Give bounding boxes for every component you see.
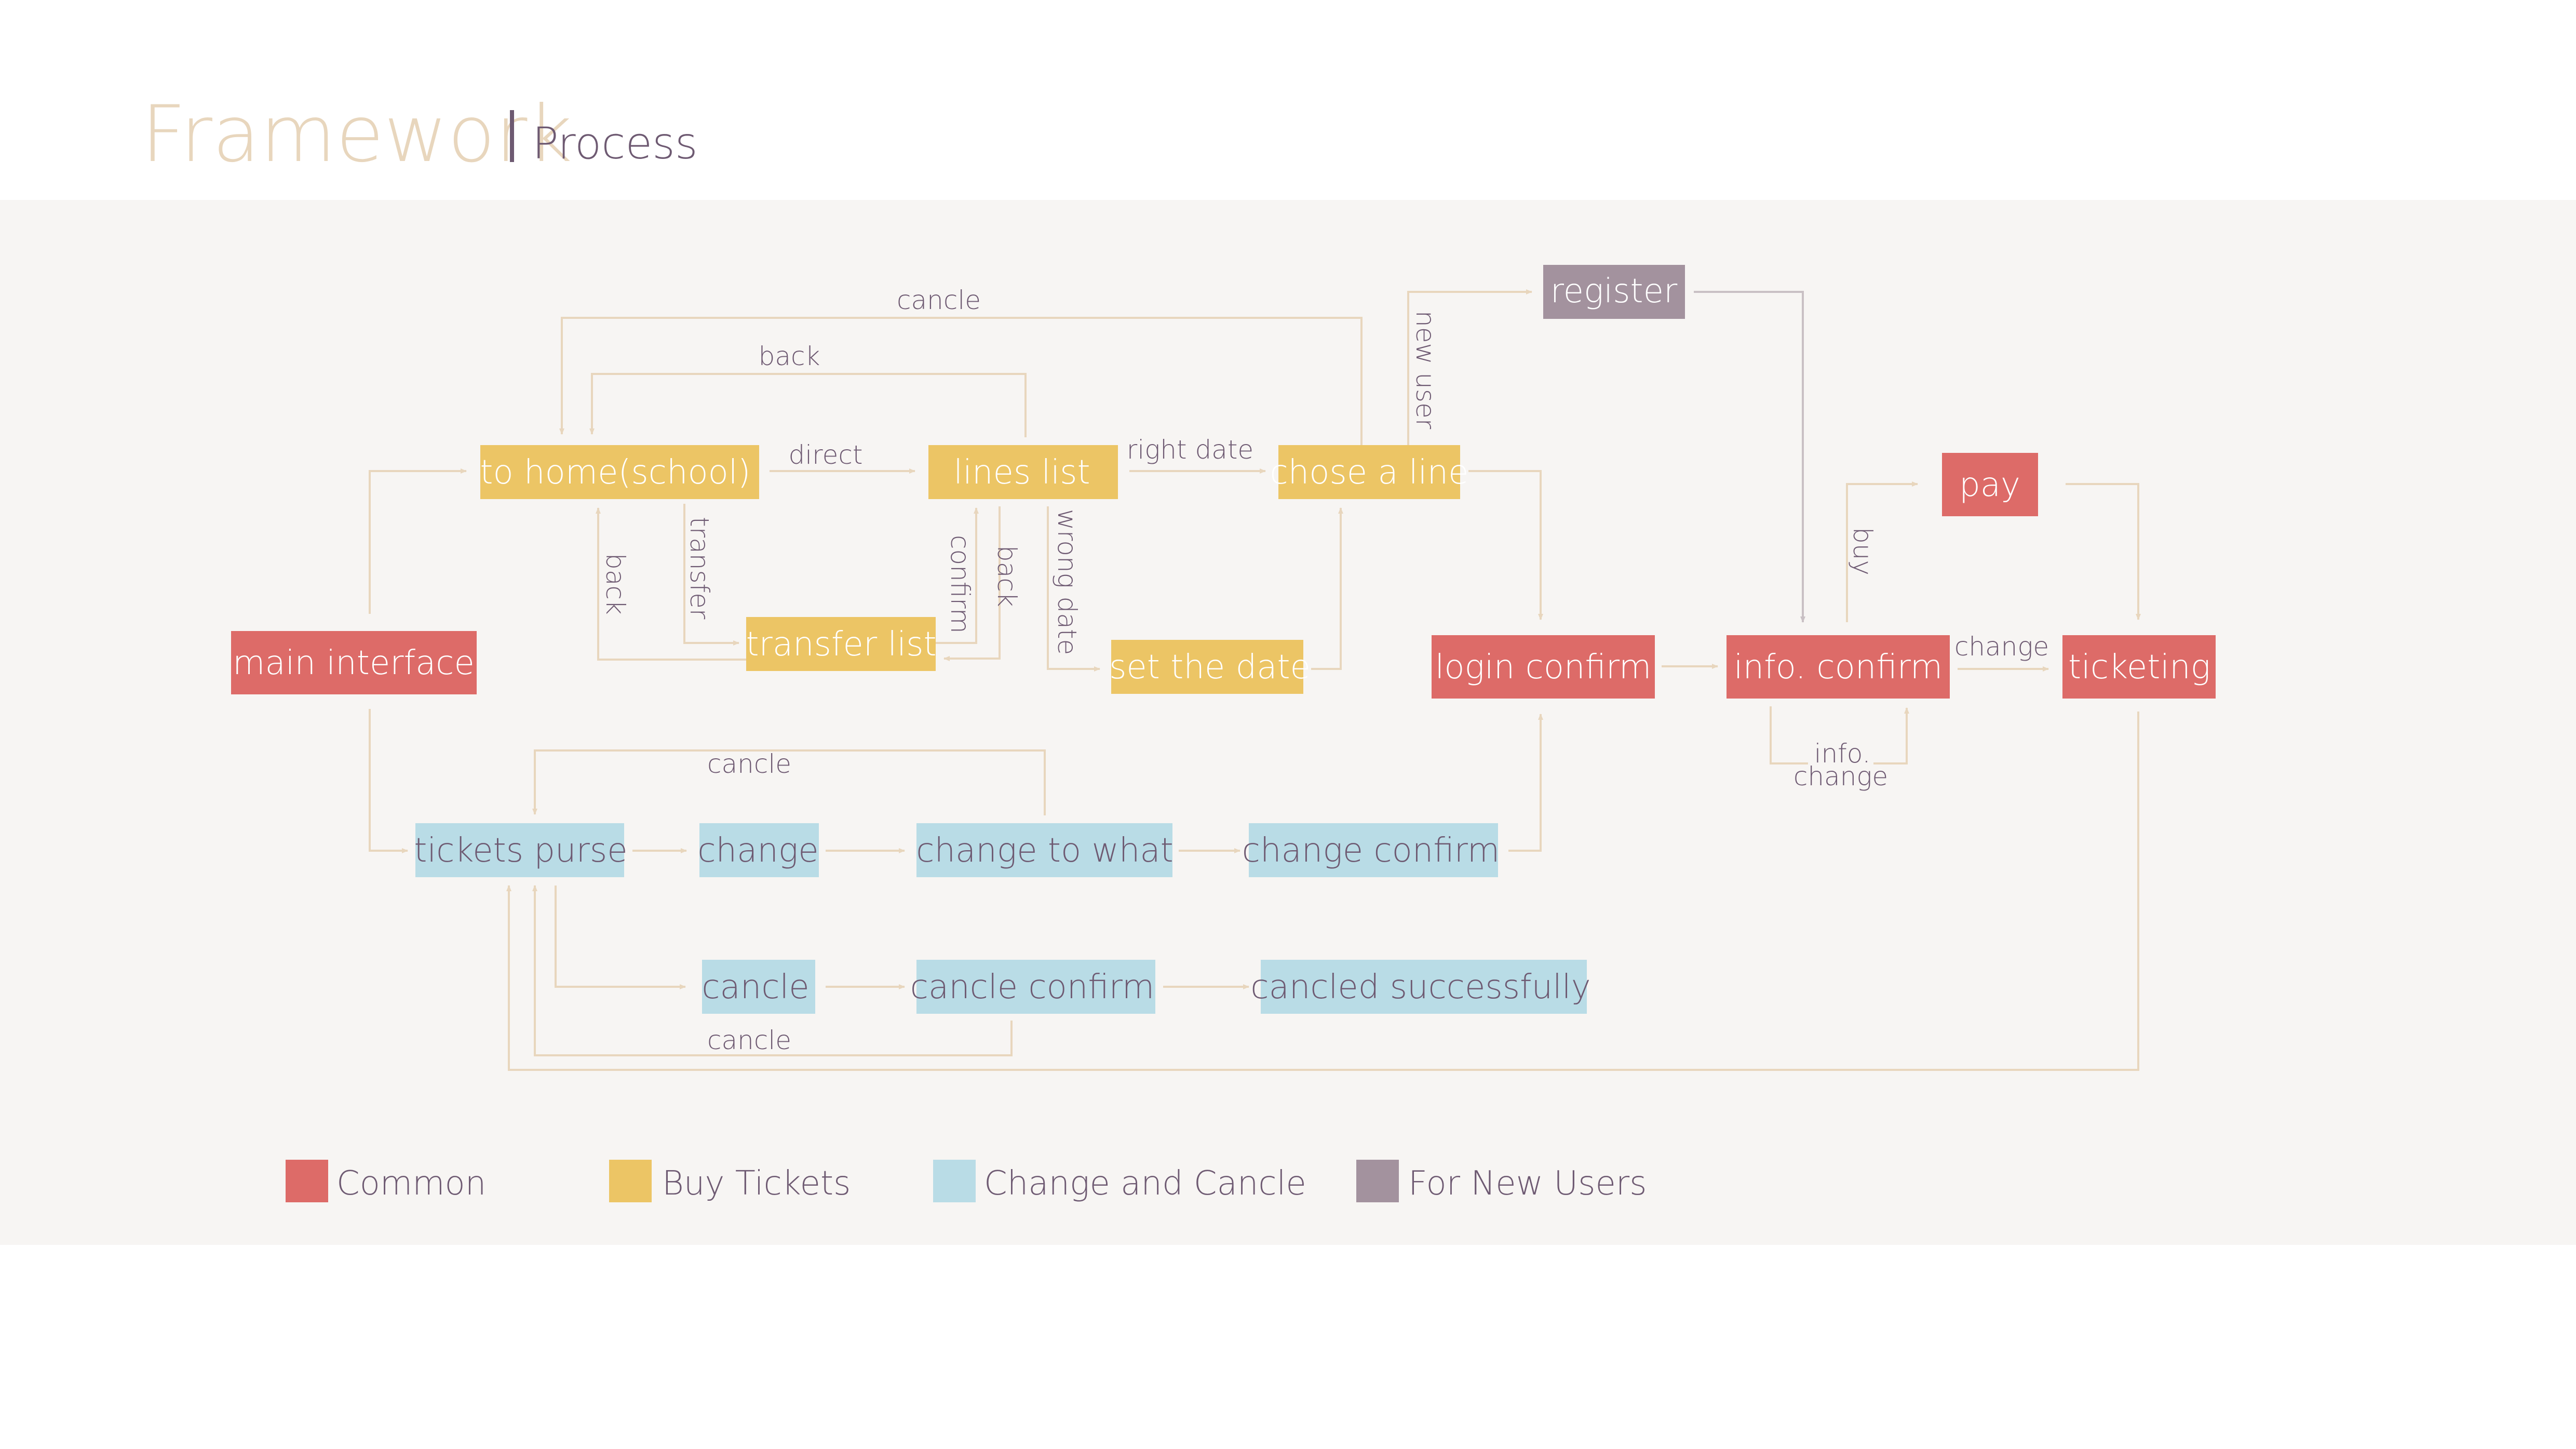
node-chose-line-label: chose a line — [1270, 453, 1468, 492]
edge-main-to-purse — [369, 709, 408, 853]
node-cancle-confirm: cancle confirm — [910, 960, 1155, 1014]
label-cancle-top: cancle — [897, 285, 981, 315]
node-cancled-successfully: cancled successfully — [1250, 960, 1591, 1014]
edge-set-date-to-line — [1311, 507, 1343, 670]
edge-pay-to-ticketing — [2066, 483, 2141, 620]
node-login-confirm-label: login confirm — [1435, 648, 1652, 687]
node-tickets-purse: tickets purse — [414, 823, 628, 877]
legend-swatch-buy — [609, 1160, 652, 1202]
legend: Common Buy Tickets Change and Cancle For… — [286, 1160, 1647, 1203]
label-info-change-1: info. — [1814, 739, 1871, 769]
label-back-left: back — [600, 553, 630, 615]
node-main-interface-label: main interface — [233, 644, 475, 682]
node-change-confirm-label: change confirm — [1242, 831, 1500, 870]
node-change: change — [697, 823, 819, 877]
edge-buy — [1846, 481, 1918, 622]
edge-cancle-bottom — [532, 885, 1013, 1056]
node-change-confirm: change confirm — [1242, 823, 1500, 877]
node-transfer-list-label: transfer list — [746, 625, 936, 664]
node-set-date-label: set the date — [1109, 648, 1311, 687]
node-login-confirm: login confirm — [1432, 635, 1655, 699]
edge-cancle-top — [559, 317, 1363, 445]
label-change: change — [1954, 632, 2049, 662]
label-transfer: transfer — [684, 517, 714, 620]
label-wrong-date: wrong date — [1052, 509, 1082, 655]
node-info-confirm-label: info. confirm — [1734, 648, 1943, 687]
label-back-mid: back — [992, 545, 1022, 607]
node-cancle: cancle — [702, 960, 815, 1014]
node-transfer-list: transfer list — [746, 617, 937, 671]
edge-main-to-home — [369, 468, 467, 614]
node-change-to-what-label: change to what — [916, 831, 1173, 870]
page-subtitle: Process — [532, 118, 698, 169]
node-cancle-label: cancle — [702, 968, 809, 1007]
node-info-confirm: info. confirm — [1727, 635, 1950, 699]
node-pay: pay — [1942, 453, 2038, 516]
page-title: Framework — [141, 89, 572, 180]
node-pay-label: pay — [1959, 466, 2020, 504]
edge-wrong-date — [1047, 506, 1100, 672]
node-tickets-purse-label: tickets purse — [414, 831, 627, 870]
edge-transfer — [683, 504, 739, 646]
edge-ticketing-to-purse — [506, 712, 2139, 1071]
label-cancle-change: cancle — [707, 749, 791, 779]
label-direct: direct — [789, 440, 863, 470]
node-change-to-what: change to what — [916, 823, 1174, 877]
edge-cancle-change — [532, 749, 1046, 815]
label-cancle-bottom: cancle — [707, 1025, 791, 1055]
edge-back-top — [589, 373, 1027, 437]
legend-label-change: Change and Cancle — [984, 1164, 1306, 1203]
legend-swatch-change — [933, 1160, 976, 1202]
node-main-interface: main interface — [231, 631, 477, 694]
label-buy: buy — [1847, 527, 1878, 575]
legend-label-common: Common — [336, 1164, 486, 1203]
node-ticketing: ticketing — [2062, 635, 2216, 699]
node-chose-line: chose a line — [1270, 445, 1469, 499]
edge-purse-to-cancle — [555, 886, 686, 989]
node-register: register — [1543, 265, 1685, 319]
edge-info-change-a — [1770, 706, 1808, 764]
title-divider — [510, 110, 514, 162]
node-to-home-label: to home(school) — [480, 453, 750, 492]
edge-change-confirm-to-login — [1508, 714, 1543, 852]
label-new-user: new user — [1410, 311, 1440, 430]
node-lines-list-label: lines list — [953, 453, 1090, 492]
edge-back-mid — [943, 506, 1001, 661]
node-register-label: register — [1550, 272, 1678, 311]
edge-info-change-b — [1873, 707, 1909, 764]
node-ticketing-label: ticketing — [2068, 648, 2210, 687]
edge-register-to-info — [1694, 291, 1805, 623]
legend-label-newuser: For New Users — [1408, 1164, 1647, 1203]
node-set-date: set the date — [1109, 640, 1311, 694]
node-to-home: to home(school) — [480, 445, 759, 499]
label-confirm: confirm — [945, 535, 975, 634]
edge-back-left — [596, 507, 746, 661]
legend-swatch-newuser — [1356, 1160, 1399, 1202]
edge-confirm — [935, 507, 979, 644]
diagram-panel — [0, 200, 2576, 1245]
edge-new-user — [1407, 289, 1532, 445]
node-lines-list: lines list — [928, 445, 1118, 499]
node-cancled-successfully-label: cancled successfully — [1250, 968, 1590, 1007]
legend-label-buy: Buy Tickets — [662, 1164, 851, 1203]
legend-swatch-common — [286, 1160, 328, 1202]
label-info-change-2: change — [1793, 761, 1888, 791]
label-right-date: right date — [1127, 435, 1253, 465]
edge-line-to-login — [1468, 470, 1543, 620]
node-cancle-confirm-label: cancle confirm — [910, 968, 1154, 1007]
label-back-top: back — [759, 341, 820, 371]
node-change-label: change — [697, 831, 818, 870]
